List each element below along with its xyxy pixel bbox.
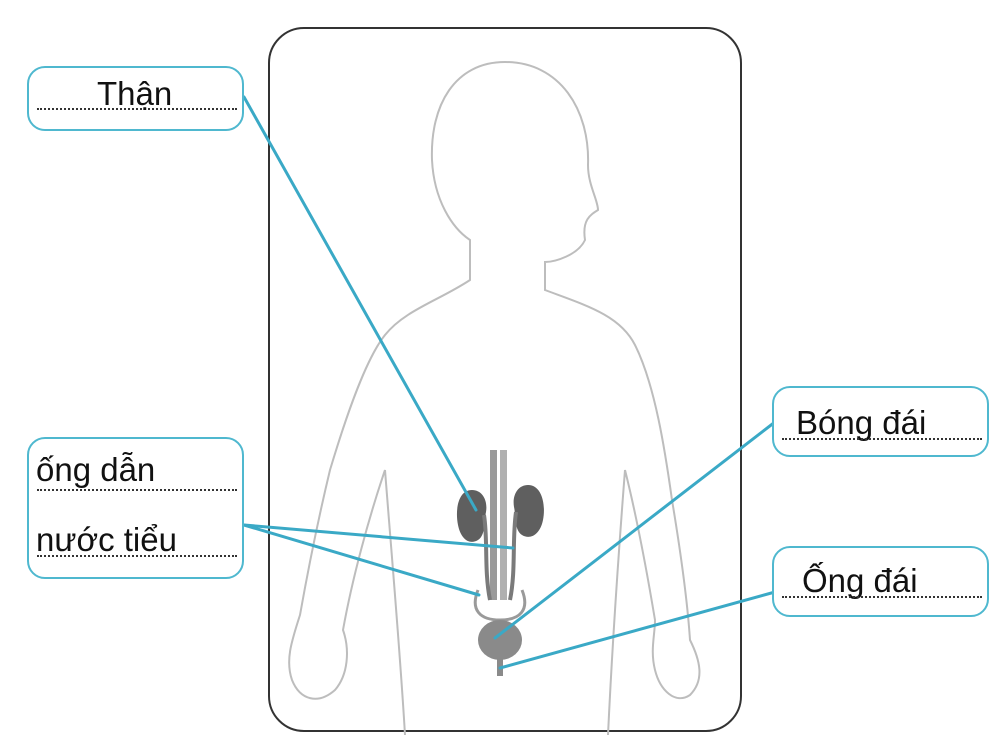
leader-line-ureter-lower (242, 523, 481, 597)
answer-dots (37, 108, 237, 110)
label-ureter-line1: ống dẫn (36, 451, 156, 488)
answer-dots (782, 438, 982, 440)
label-ureter-line2: nước tiểu (36, 521, 177, 558)
label-urethra: Ống đái (802, 562, 918, 599)
label-kidney: Thận (97, 75, 173, 112)
left-ureter (482, 514, 492, 601)
left-kidney (456, 490, 487, 542)
answer-dots (37, 489, 237, 491)
leader-line-ureter-upper (242, 523, 515, 550)
label-box-urethra: Ống đái (772, 546, 989, 617)
aorta-vessel (490, 450, 497, 600)
vena-cava-vessel (500, 450, 507, 600)
label-box-ureter: ống dẫn nước tiểu (27, 437, 244, 579)
figure-frame (268, 27, 742, 732)
answer-dots (37, 555, 237, 557)
body-outline (288, 61, 701, 736)
label-bladder: Bóng đái (796, 404, 927, 441)
answer-dots (782, 596, 982, 598)
leader-line-bladder (493, 420, 777, 640)
label-box-bladder: Bóng đái (772, 386, 989, 457)
right-kidney (513, 485, 544, 537)
bladder-organ (478, 620, 522, 660)
right-ureter (508, 511, 518, 601)
urinary-organs (456, 450, 544, 676)
label-box-kidney: Thận (27, 66, 244, 131)
leader-line-urethra (498, 590, 777, 670)
leader-lines (242, 95, 777, 670)
leader-line-kidney (242, 95, 478, 512)
